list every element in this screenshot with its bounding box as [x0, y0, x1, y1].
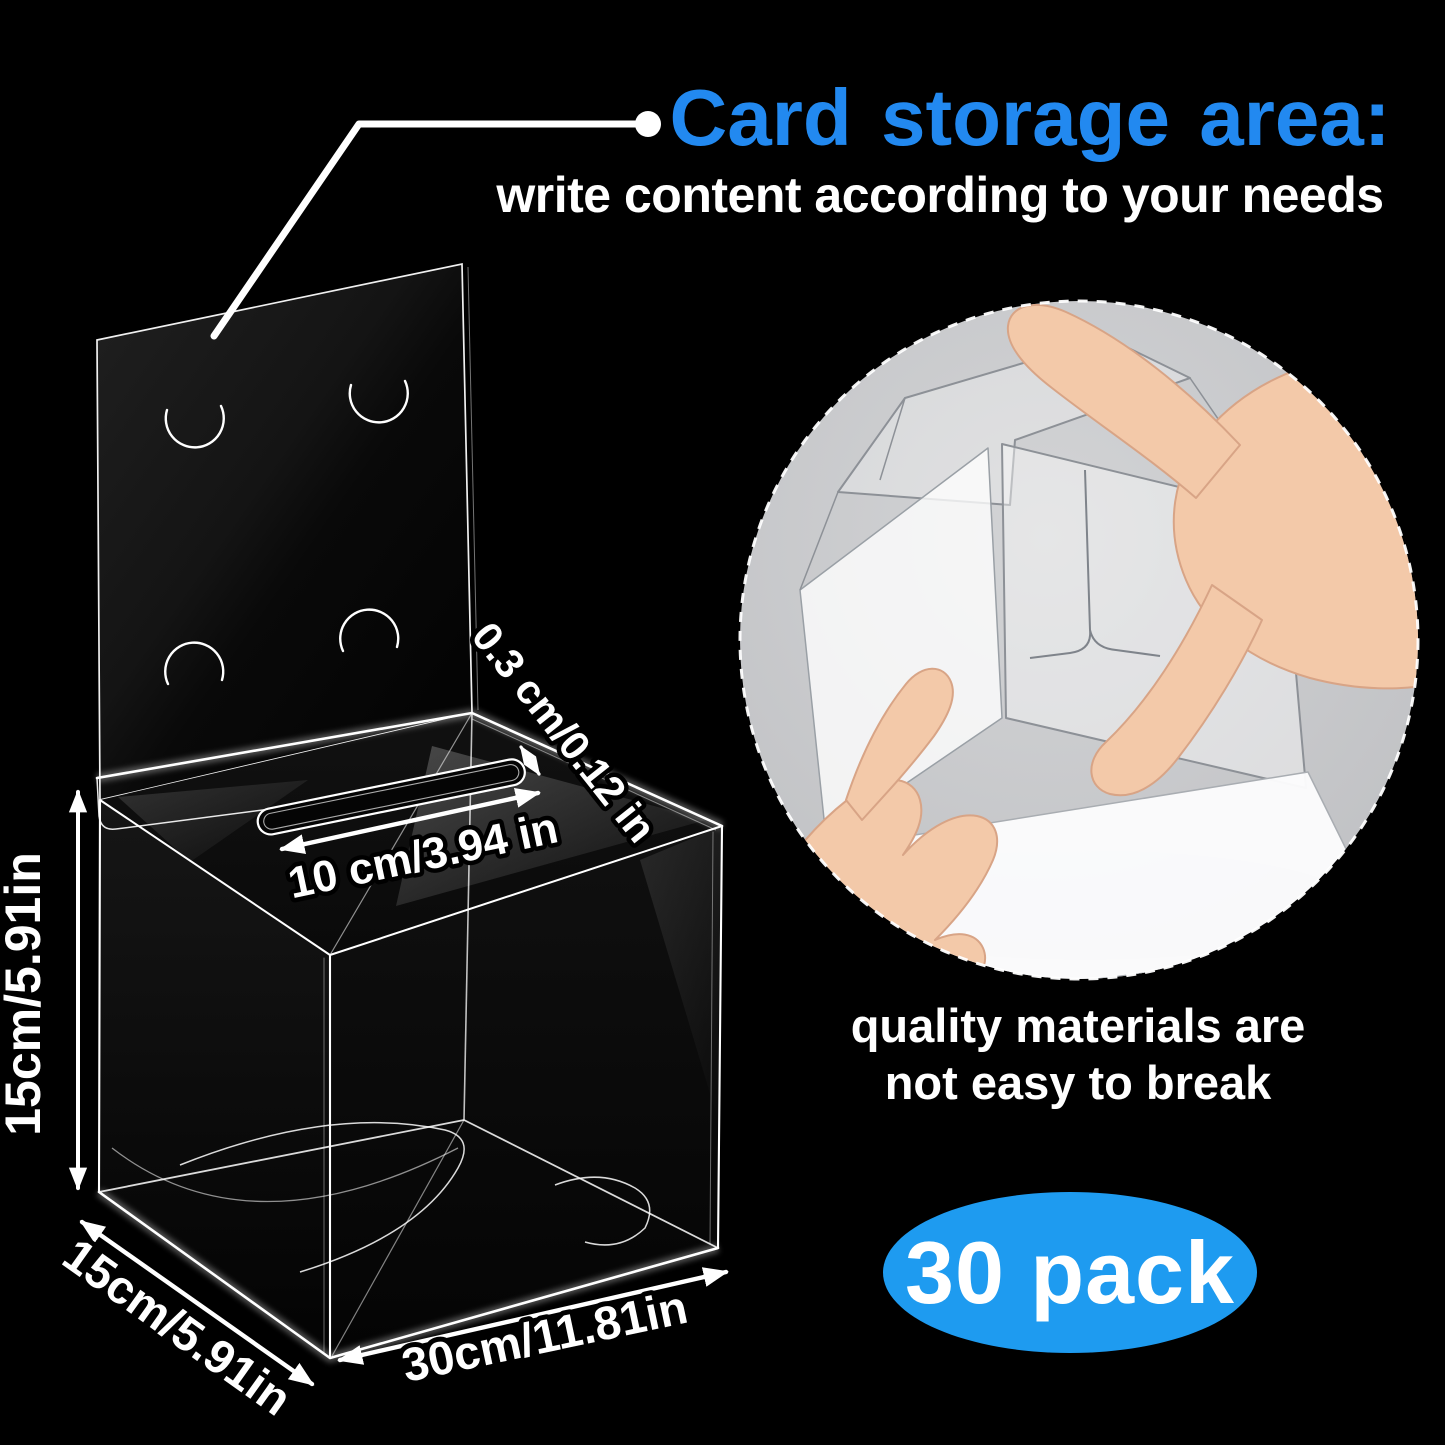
- dim-label-height: 15cm/5.91in: [0, 852, 51, 1136]
- photo-caption-line1: quality materials are: [850, 999, 1306, 1052]
- photo-circle-border: [738, 299, 1420, 981]
- leader-dot: [635, 111, 661, 137]
- pack-badge-label: 30 pack: [905, 1223, 1235, 1322]
- pack-badge: 30 pack: [883, 1192, 1257, 1353]
- page-title: Card storage area:: [669, 73, 1391, 162]
- depth-arrow: [79, 1219, 315, 1387]
- width-arrow: [337, 1267, 729, 1365]
- dimension-arrows: [68, 745, 729, 1387]
- photo-caption-line2: not easy to break: [884, 1056, 1272, 1109]
- slot-length-arrow: [279, 787, 541, 855]
- hook-slit-arcs: [164, 379, 409, 686]
- page-subtitle: write content according to your needs: [496, 167, 1384, 223]
- photo-caption: quality materials are not easy to break: [778, 997, 1378, 1111]
- slot-width-arrow: [519, 745, 541, 776]
- photo-circle: [738, 299, 1420, 981]
- leader-line: [210, 111, 661, 340]
